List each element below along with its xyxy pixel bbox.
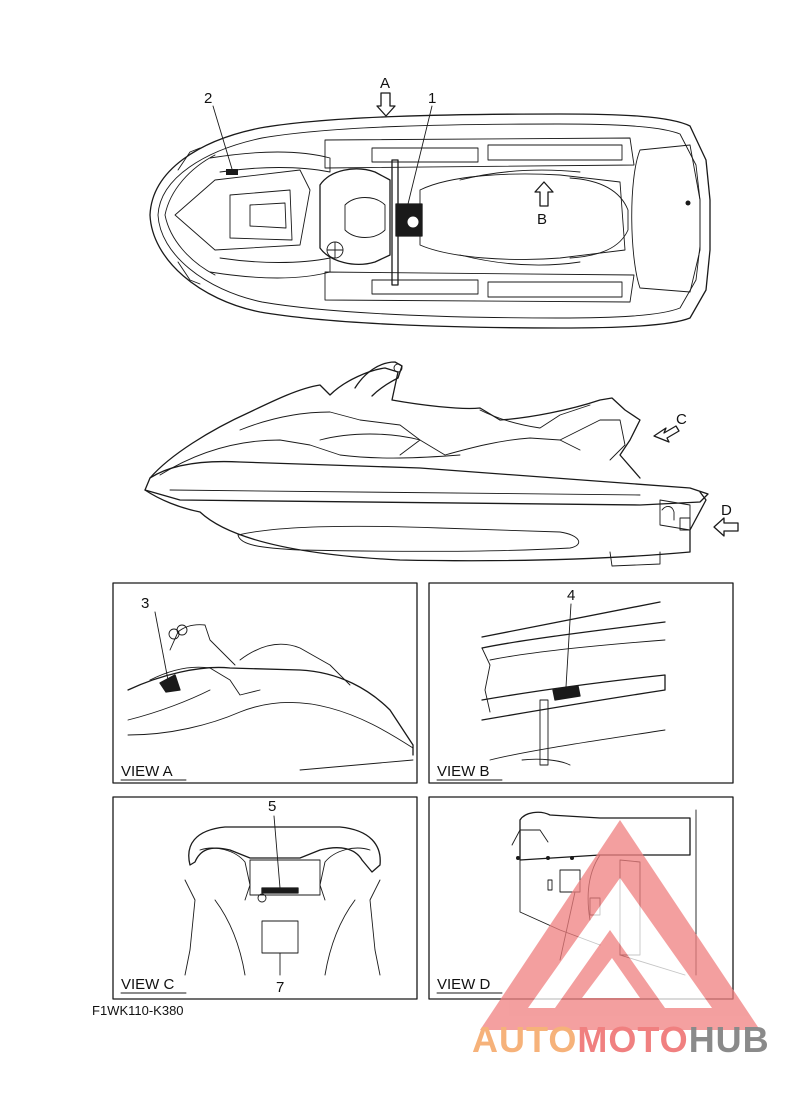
view-arrow-label-d: D [721,502,732,519]
view-d-label: VIEW D [437,976,491,993]
watermark-text: AUTOMOTOHUB [472,1019,770,1060]
view-arrow-label-b: B [537,211,547,228]
watermark-logo [480,820,760,1030]
watermark-auto: AUTO [472,1019,577,1060]
watermark-moto: MOTO [577,1019,688,1060]
callout-5: 5 [268,798,276,815]
callout-1: 1 [428,90,436,107]
top-view-watercraft [149,92,711,329]
view-arrow-label-c: C [676,411,687,428]
callout-4: 4 [567,587,575,604]
part-code: F1WK110-K380 [92,1003,184,1018]
callout-2: 2 [204,90,212,107]
view-c-panel [112,796,418,1000]
view-a-panel [112,582,418,784]
view-c-label: VIEW C [121,976,175,993]
watermark-hub: HUB [689,1019,770,1060]
callout-3: 3 [141,595,149,612]
side-view-watercraft [144,361,739,567]
view-arrow-label-a: A [380,75,390,92]
view-b-label: VIEW B [437,763,490,780]
view-b-panel [428,582,734,784]
view-a-label: VIEW A [121,763,173,780]
callout-7: 7 [276,979,284,996]
